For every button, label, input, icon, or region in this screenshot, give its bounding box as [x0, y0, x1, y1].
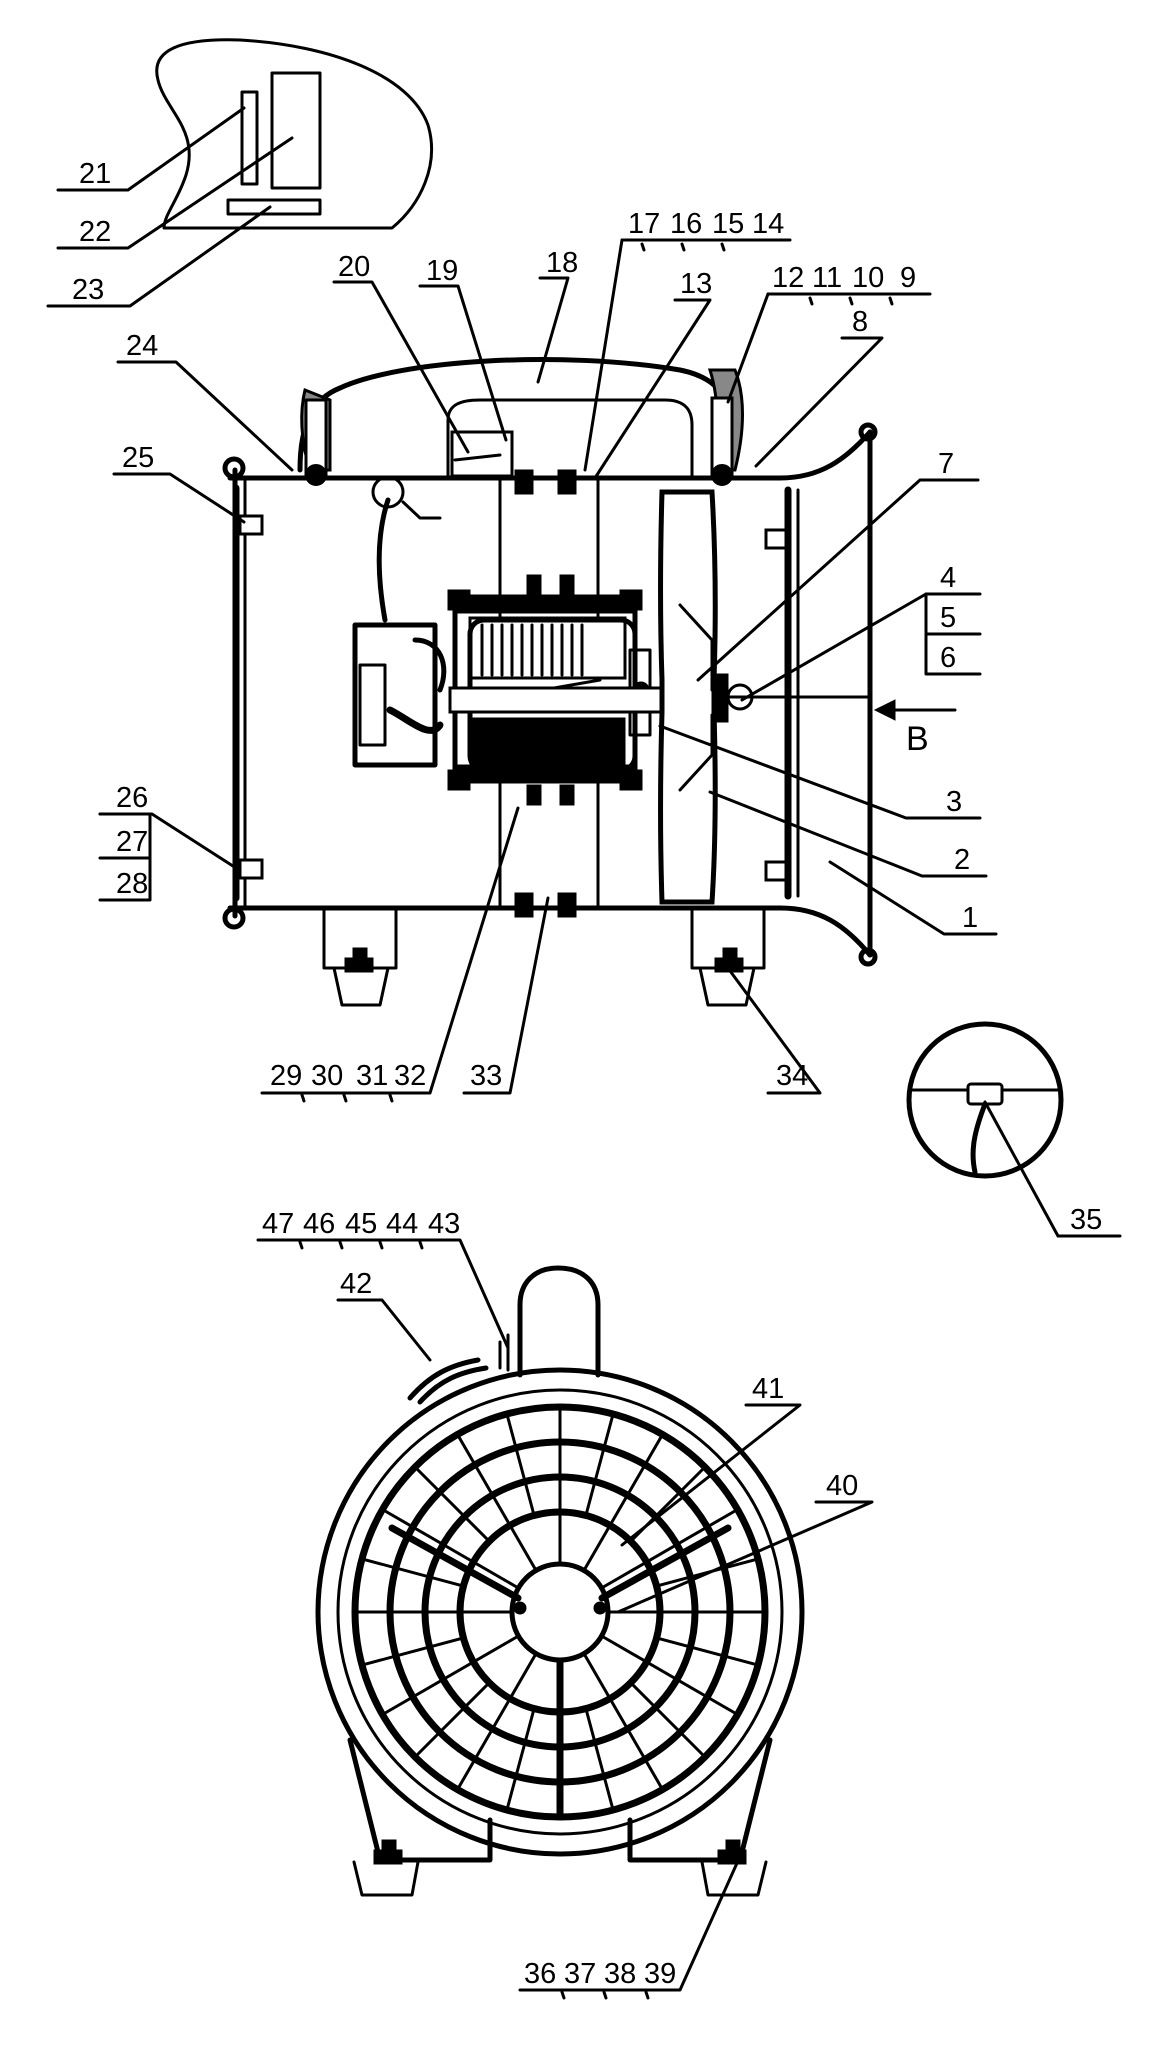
- callout-2: 2: [954, 844, 970, 876]
- callout-40: 40: [826, 1470, 858, 1502]
- callout-14: 14: [752, 208, 784, 240]
- callout-31: 31: [356, 1060, 388, 1092]
- callout-4: 4: [940, 562, 956, 594]
- leader-lines: [46, 106, 1122, 2000]
- callout-44: 44: [386, 1208, 418, 1240]
- grille-spoke: [413, 1681, 491, 1759]
- grille-spoke: [505, 1707, 536, 1812]
- grille-spoke: [600, 1634, 739, 1716]
- callout-18: 18: [546, 247, 578, 279]
- callout-27: 27: [116, 826, 148, 858]
- callout-42: 42: [340, 1268, 372, 1300]
- callout-47: 47: [262, 1208, 294, 1240]
- grille-spoke: [505, 1412, 536, 1517]
- grille-spoke: [584, 1412, 615, 1517]
- callout-38: 38: [604, 1958, 636, 1990]
- callout-6: 6: [940, 642, 956, 674]
- callout-16: 16: [670, 208, 702, 240]
- callout-34: 34: [776, 1060, 808, 1092]
- grille-spoke: [360, 1557, 465, 1588]
- callout-29: 29: [270, 1060, 302, 1092]
- grille-spoke: [582, 1433, 664, 1572]
- callout-39: 39: [644, 1958, 676, 1990]
- grille-spoke: [600, 1508, 739, 1590]
- callout-46: 46: [303, 1208, 335, 1240]
- bracket-bolts: [514, 469, 577, 918]
- grille-spoke: [381, 1508, 520, 1590]
- callout-9: 9: [900, 262, 916, 294]
- callout-35: 35: [1070, 1204, 1102, 1236]
- callout-8: 8: [852, 306, 868, 338]
- grille-spoke: [360, 1636, 465, 1667]
- callout-13: 13: [680, 268, 712, 300]
- callout-33: 33: [470, 1060, 502, 1092]
- callout-24: 24: [126, 330, 158, 362]
- detail-circle-cable-gland: [906, 1021, 1064, 1179]
- callout-36: 36: [524, 1958, 556, 1990]
- callout-15: 15: [712, 208, 744, 240]
- callout-10: 10: [852, 262, 884, 294]
- callout-12: 12: [772, 262, 804, 294]
- callout-41: 41: [752, 1373, 784, 1405]
- detail-view-switch-box: [155, 38, 433, 230]
- callout-11: 11: [812, 262, 842, 294]
- grille-spoke: [655, 1636, 760, 1667]
- callout-labels: 21 22 23 24 25 20 19 18 17 16 15 14 13 1…: [72, 158, 1102, 1990]
- side-view-feet: [322, 906, 766, 1007]
- callout-20: 20: [338, 251, 370, 283]
- callout-19: 19: [426, 255, 458, 287]
- grille-spoke: [456, 1433, 538, 1572]
- grille-spoke: [582, 1652, 664, 1791]
- callout-17: 17: [628, 208, 660, 240]
- grille-spoke: [381, 1634, 520, 1716]
- callout-45: 45: [345, 1208, 377, 1240]
- callout-1: 1: [962, 902, 978, 934]
- callout-37: 37: [564, 1958, 596, 1990]
- front-view: [315, 1265, 805, 1897]
- callout-30: 30: [311, 1060, 343, 1092]
- grille-spoke: [456, 1652, 538, 1791]
- side-section-view: B: [222, 357, 957, 1007]
- callout-5: 5: [940, 602, 956, 634]
- callout-28: 28: [116, 868, 148, 900]
- callout-21: 21: [79, 158, 111, 190]
- grille-spoke: [629, 1681, 707, 1759]
- callout-43: 43: [428, 1208, 460, 1240]
- view-arrow-label: B: [906, 720, 929, 758]
- callout-3: 3: [946, 786, 962, 818]
- grille-spokes: [353, 1405, 767, 1819]
- callout-7: 7: [938, 448, 954, 480]
- callout-32: 32: [394, 1060, 426, 1092]
- handle-outline: [297, 357, 738, 473]
- callout-25: 25: [122, 442, 154, 474]
- grille-spoke: [413, 1465, 491, 1543]
- callout-26: 26: [116, 782, 148, 814]
- callout-22: 22: [79, 216, 111, 248]
- callout-23: 23: [72, 274, 104, 306]
- grille-spoke: [584, 1707, 615, 1812]
